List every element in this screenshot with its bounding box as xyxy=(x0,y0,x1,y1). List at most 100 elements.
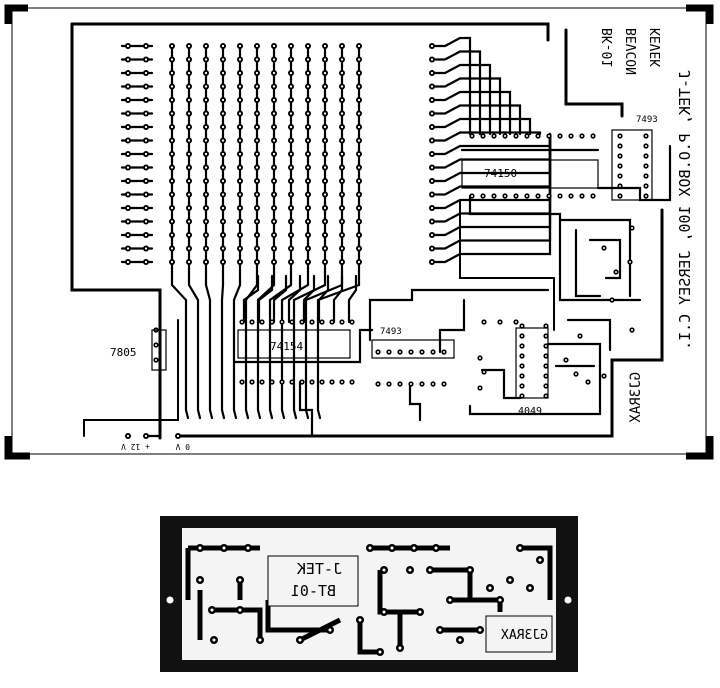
pad-hole xyxy=(144,193,148,196)
pad-hole xyxy=(545,375,547,377)
pad-hole xyxy=(255,193,259,196)
trace xyxy=(357,620,380,655)
pad-hole xyxy=(340,193,344,196)
pad-hole xyxy=(521,325,523,327)
trace xyxy=(232,328,374,364)
pad-hole xyxy=(170,166,174,169)
mount-hole-left xyxy=(166,596,174,604)
chip-outline-74150 xyxy=(461,159,599,189)
pad-hole xyxy=(493,195,495,197)
pad-hole xyxy=(255,58,259,61)
pad-hole xyxy=(170,260,174,264)
chip-outline-4049 xyxy=(515,327,549,399)
pad-hole xyxy=(126,206,130,210)
pad-hole xyxy=(238,139,242,142)
pad-hole xyxy=(144,58,148,61)
pad-hole xyxy=(545,385,547,387)
trace xyxy=(287,274,302,324)
pad-hole xyxy=(241,381,243,383)
pad-hole xyxy=(430,179,434,183)
pad-hole xyxy=(430,125,434,129)
pad-hole xyxy=(340,139,344,142)
trace xyxy=(268,270,293,420)
pad-hole xyxy=(357,58,361,61)
pad-hole xyxy=(438,628,442,632)
pad-hole xyxy=(508,578,512,582)
pad-hole xyxy=(144,206,148,210)
pad-hole xyxy=(126,193,130,196)
pad-hole xyxy=(538,558,542,562)
pad-hole xyxy=(221,139,225,142)
pad-hole xyxy=(187,85,191,88)
pad-hole xyxy=(357,71,361,75)
pad-hole xyxy=(306,152,310,156)
pad-hole xyxy=(340,125,344,129)
pad-hole xyxy=(430,260,434,264)
pad-hole xyxy=(126,247,130,250)
pad-hole xyxy=(545,395,547,397)
pad-hole xyxy=(255,179,259,183)
pad-hole xyxy=(144,434,148,438)
pad-hole xyxy=(272,233,276,237)
pad-hole xyxy=(615,271,617,273)
pad-hole xyxy=(144,152,148,156)
pad-hole xyxy=(340,220,344,223)
pad-hole xyxy=(645,175,647,177)
pad-hole xyxy=(170,125,174,129)
pad-hole xyxy=(144,139,148,142)
pad-hole xyxy=(328,628,332,632)
pad-hole xyxy=(289,44,293,48)
pad-hole xyxy=(155,359,157,361)
pad-hole xyxy=(170,98,174,102)
pad-hole xyxy=(272,112,276,115)
pad-hole xyxy=(272,166,276,169)
pad-hole xyxy=(289,125,293,129)
label-bottom-model: BT-01 xyxy=(291,582,336,600)
pad-hole xyxy=(204,260,208,264)
pad-hole xyxy=(340,260,344,264)
pad-hole xyxy=(255,44,259,48)
solder-pads xyxy=(125,43,649,439)
pad-hole xyxy=(204,166,208,169)
pad-hole xyxy=(170,233,174,237)
pad-hole xyxy=(198,578,202,582)
pad-hole xyxy=(306,85,310,88)
pad-hole xyxy=(340,247,344,250)
pad-hole xyxy=(479,387,481,389)
pad-hole xyxy=(430,220,434,223)
pad-hole xyxy=(255,220,259,223)
pad-hole xyxy=(323,193,327,196)
corner-mark-br xyxy=(686,436,714,460)
pad-hole xyxy=(281,381,283,383)
pad-hole xyxy=(238,98,242,102)
label-chip-74154: 74154 xyxy=(270,340,303,353)
pad-hole xyxy=(238,233,242,237)
pad-hole xyxy=(221,206,225,210)
pad-hole xyxy=(357,98,361,102)
bottom-board: J-TEK BT-01 GJ3RAX xyxy=(160,516,578,672)
pad-hole xyxy=(144,44,148,48)
pad-hole xyxy=(619,155,621,157)
trace xyxy=(596,144,672,202)
bottom-board-pads xyxy=(196,544,544,656)
trace xyxy=(187,270,202,420)
pad-hole xyxy=(498,598,502,602)
label-regulator: 7805 xyxy=(110,346,137,359)
pad-hole xyxy=(221,166,225,169)
trace xyxy=(302,274,316,324)
pad-hole xyxy=(570,135,572,137)
chip-outlines xyxy=(151,129,653,399)
pad-hole xyxy=(221,247,225,250)
pad-hole xyxy=(255,166,259,169)
pad-hole xyxy=(291,381,293,383)
pad-hole xyxy=(221,112,225,115)
pad-hole xyxy=(521,395,523,397)
trace xyxy=(292,270,327,420)
pad-hole xyxy=(126,434,130,438)
trace xyxy=(480,368,522,400)
pad-hole xyxy=(126,112,130,115)
pad-hole xyxy=(323,71,327,75)
label-title-line1: KEVEK xyxy=(649,28,664,67)
pad-hole xyxy=(238,220,242,223)
top-board-outline xyxy=(11,7,707,455)
